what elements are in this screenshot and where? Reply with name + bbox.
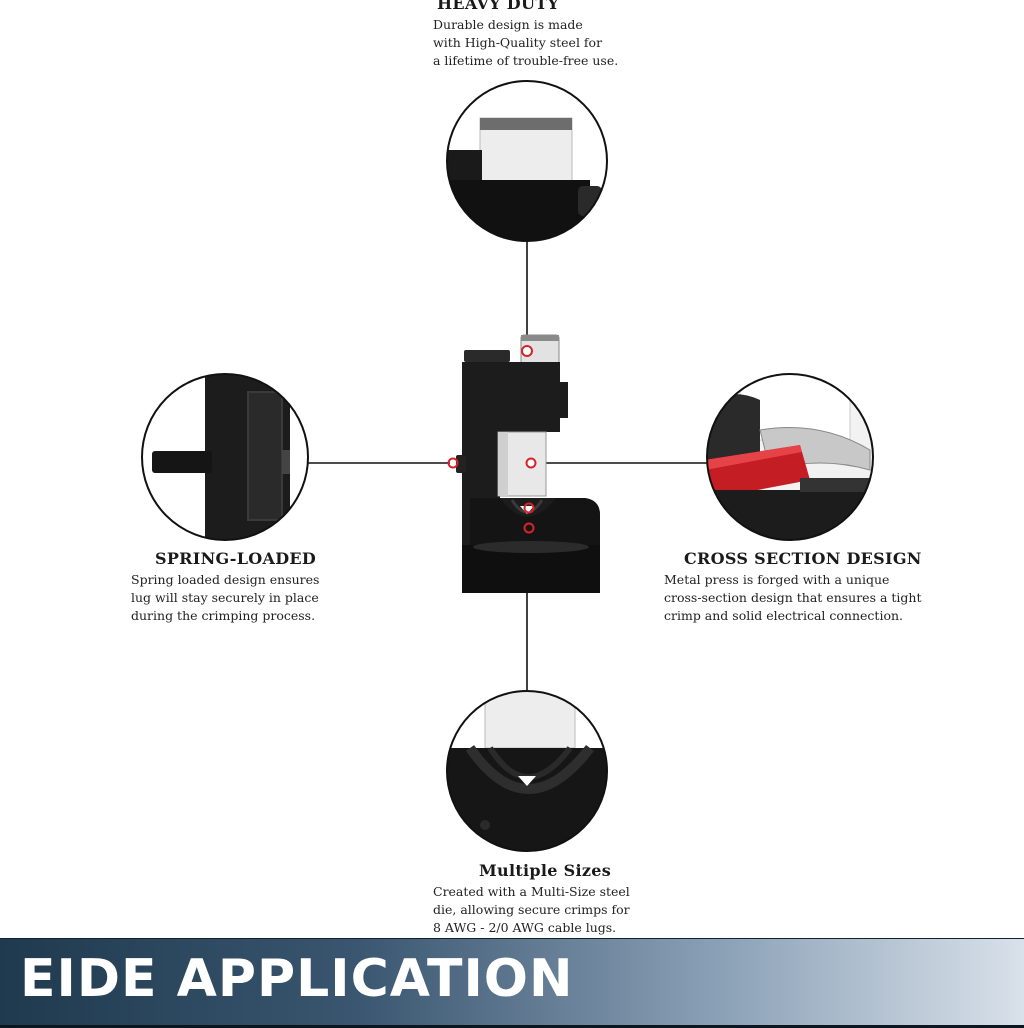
feature-line: cross-section design that ensures a tigh… [664, 590, 922, 605]
feature-line: during the crimping process. [131, 608, 316, 623]
zoom-cross-section [706, 373, 874, 541]
feature-line: 8 AWG - 2/0 AWG cable lugs. [433, 920, 617, 935]
feature-line: Durable design is made [433, 17, 583, 32]
zoom-spring-loaded [141, 373, 309, 541]
feature-title: SPRING-LOADED [155, 549, 317, 568]
feature-multiple-sizes: Multiple Sizes Created with a Multi-Size… [433, 861, 630, 937]
feature-description: Durable design is made with High-Quality… [433, 16, 618, 70]
feature-title: CROSS SECTION DESIGN [684, 549, 922, 568]
marker-dots [447, 345, 537, 534]
footer-banner: EIDE APPLICATION [0, 938, 1024, 1028]
feature-line: with High-Quality steel for [433, 35, 603, 50]
feature-line: die, allowing secure crimps for [433, 902, 630, 917]
feature-spring-loaded: SPRING-LOADED Spring loaded design ensur… [131, 549, 319, 625]
feature-title: Multiple Sizes [479, 861, 612, 880]
feature-description: Spring loaded design ensures lug will st… [131, 571, 319, 625]
crimper-tool [456, 334, 600, 593]
zoom-heavy-duty [446, 80, 608, 242]
feature-line: lug will stay securely in place [131, 590, 319, 605]
feature-line: Created with a Multi-Size steel [433, 884, 630, 899]
feature-cross-section: CROSS SECTION DESIGN Metal press is forg… [664, 549, 922, 625]
feature-line: crimp and solid electrical connection. [664, 608, 904, 623]
feature-description: Created with a Multi-Size steel die, all… [433, 883, 630, 937]
feature-line: Metal press is forged with a unique [664, 572, 890, 587]
banner-title: EIDE APPLICATION [20, 949, 574, 1009]
feature-description: Metal press is forged with a unique cros… [664, 571, 922, 625]
feature-line: a lifetime of trouble-free use. [433, 53, 619, 68]
feature-line: Spring loaded design ensures [131, 572, 320, 587]
feature-title: HEAVY DUTY [437, 0, 560, 13]
feature-heavy-duty: HEAVY DUTY Durable design is made with H… [433, 0, 618, 70]
zoom-multiple-sizes [446, 690, 608, 852]
